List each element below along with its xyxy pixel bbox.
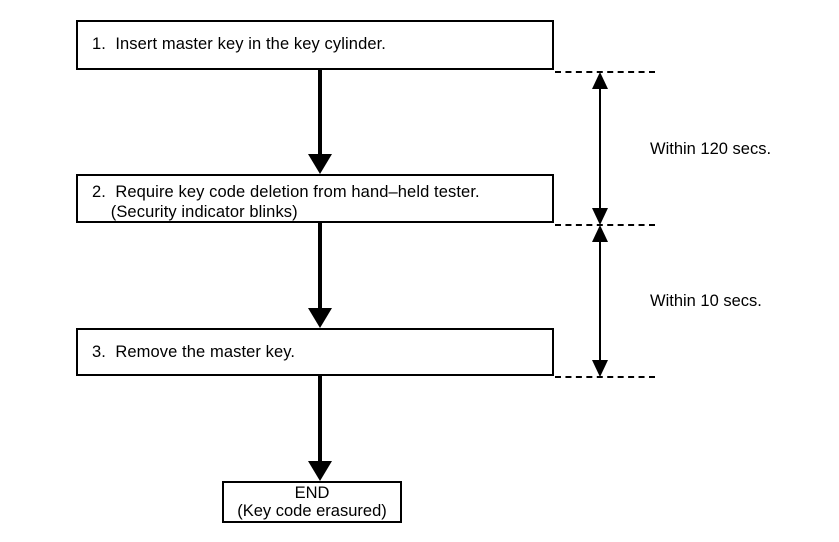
process-box-step-1: 1. Insert master key in the key cylinder… <box>76 20 554 70</box>
arrow-down-icon-within-10 <box>592 360 608 377</box>
process-box-step-3-text: 3. Remove the master key. <box>92 343 296 361</box>
connector-step1-to-step2 <box>318 70 322 158</box>
arrow-down-icon-within-120 <box>592 208 608 225</box>
process-box-step-2: 2. Require key code deletion from hand–h… <box>76 174 554 223</box>
dimension-line-within-10 <box>599 227 601 375</box>
arrow-down-icon-step2-to-step3 <box>308 308 332 328</box>
process-box-step-2-text-line-1: 2. Require key code deletion from hand–h… <box>92 183 480 201</box>
process-box-step-1-text: 1. Insert master key in the key cylinder… <box>92 35 386 53</box>
connector-step2-to-step3 <box>318 223 322 311</box>
arrow-down-icon-step3-to-end <box>308 461 332 481</box>
terminal-box-end: END (Key code erasured) <box>222 481 402 523</box>
connector-step3-to-end <box>318 376 322 465</box>
arrow-up-icon-within-120 <box>592 72 608 89</box>
dimension-line-within-120 <box>599 74 601 223</box>
terminal-box-end-subtitle: (Key code erasured) <box>237 502 387 520</box>
timing-label-within-120: Within 120 secs. <box>650 140 772 158</box>
arrow-down-icon-step1-to-step2 <box>308 154 332 174</box>
arrow-up-icon-within-10 <box>592 225 608 242</box>
process-box-step-3: 3. Remove the master key. <box>76 328 554 376</box>
timing-label-within-10: Within 10 secs. <box>650 292 762 310</box>
dimension-extension-line-bottom <box>555 376 655 378</box>
terminal-box-end-title: END <box>294 484 330 502</box>
process-box-step-2-text-line-2: (Security indicator blinks) <box>92 203 298 221</box>
